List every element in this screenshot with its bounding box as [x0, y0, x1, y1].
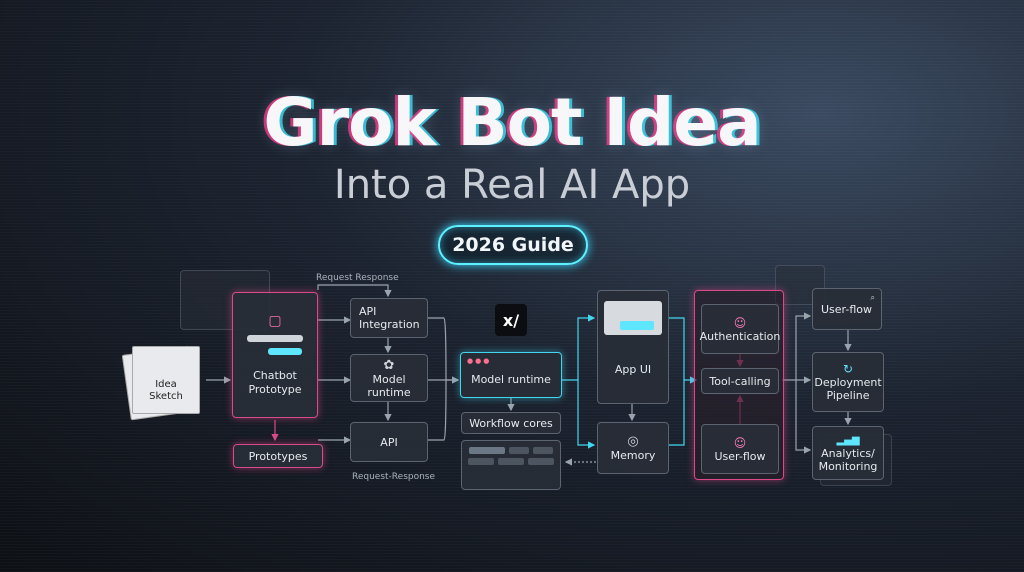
guide-badge: 2026 Guide — [438, 225, 588, 265]
user-flow-right-label: User-flow — [821, 302, 872, 316]
idea-sketch-label: Idea Sketch — [149, 379, 183, 402]
request-response-top-label: Request Response — [316, 273, 399, 283]
search-icon: ⌕ — [870, 293, 875, 302]
users-icon: ☺ — [733, 435, 747, 450]
authentication-label: Authentication — [699, 329, 781, 343]
app-ui-label: App UI — [614, 363, 652, 376]
database-icon: ◎ — [627, 434, 639, 449]
chatbot-prototype-card: ▢ Chatbot Prototype — [232, 292, 318, 418]
idea-sketch-card: Idea Sketch — [132, 346, 200, 414]
deployment-pipeline-label: Deployment Pipeline — [814, 375, 882, 402]
bar-chart-icon: ▂▄▆ — [836, 434, 860, 446]
memory-label: Memory — [610, 449, 656, 462]
model-runtime-left-node: ✿ Model runtime — [350, 354, 428, 402]
message-bar — [247, 335, 303, 342]
prototypes-node: Prototypes — [233, 444, 323, 468]
analytics-monitoring-label: Analytics/ Monitoring — [818, 446, 878, 473]
api-node: API — [350, 422, 428, 462]
page-title: Grok Bot Idea — [263, 84, 761, 161]
page-subtitle: Into a Real AI App — [333, 162, 691, 208]
analytics-monitoring-node: ▂▄▆ Analytics/ Monitoring — [812, 426, 884, 480]
authentication-node: ☺ Authentication — [699, 304, 781, 354]
user-flow-left-node: ☺ User-flow — [701, 424, 779, 474]
deployment-pipeline-node: ↻ Deployment Pipeline — [812, 352, 884, 412]
memory-node: ◎ Memory — [597, 422, 669, 474]
chat-bubble-icon: ▢ — [268, 313, 282, 329]
tool-calling-node: Tool-calling — [701, 368, 779, 394]
request-response-bottom-label: Request-Response — [352, 472, 436, 482]
model-runtime-left-label: Model runtime — [367, 372, 411, 399]
workflow-grid — [461, 440, 561, 490]
xai-logo-icon: x/ — [495, 304, 527, 336]
api-integration-node: API Integration — [350, 298, 428, 338]
user-flow-left-label: User-flow — [714, 449, 766, 463]
user-flow-right-node: ⌕ User-flow — [812, 288, 882, 330]
app-ui-screen — [604, 301, 662, 335]
app-ui-node: App UI — [597, 290, 669, 404]
model-runtime-center-node: ●●● Model runtime — [460, 352, 562, 398]
reply-bar — [268, 348, 302, 355]
openai-icon: ✿ — [383, 357, 395, 373]
user-check-icon: ☺ — [733, 315, 747, 330]
refresh-icon: ↻ — [842, 361, 854, 376]
chatbot-prototype-label: Chatbot Prototype — [248, 369, 302, 396]
workflow-cores-node: Workflow cores — [461, 412, 561, 434]
model-runtime-center-label: Model runtime — [471, 372, 551, 386]
window-dots-icon: ●●● — [467, 357, 492, 365]
